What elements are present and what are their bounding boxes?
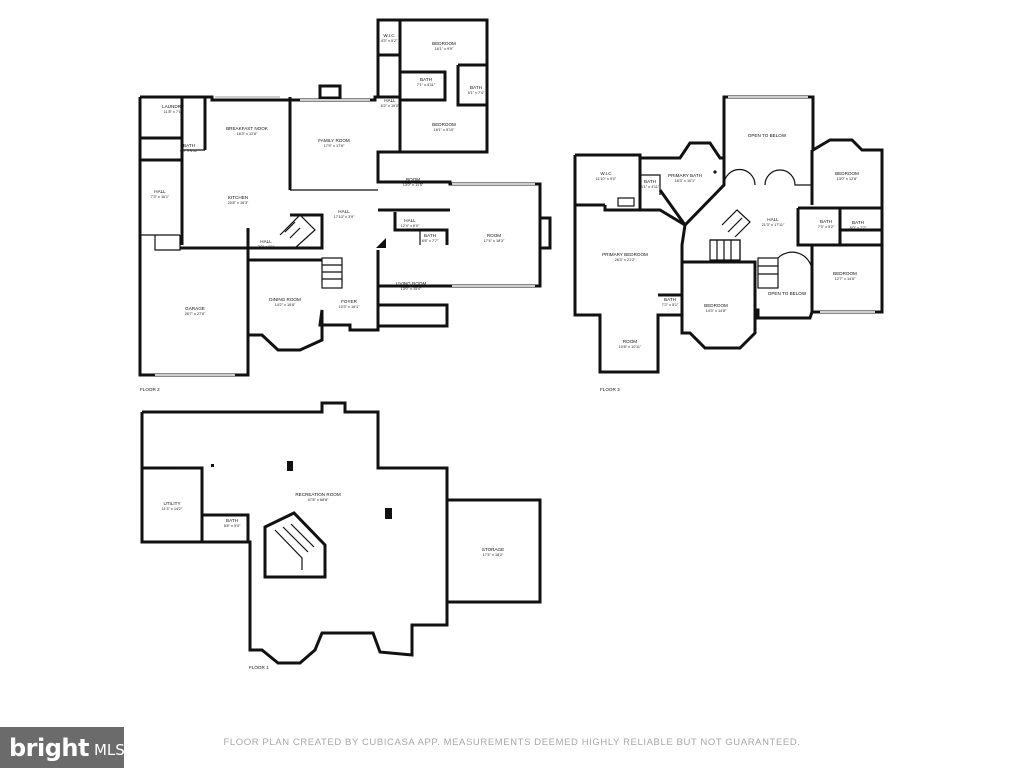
room-dimension: 6'8" x 5'0" (224, 524, 241, 528)
room-label: BEDROOM (432, 122, 456, 127)
room-label: BREAKFAST NOOK (226, 126, 269, 131)
room-label: BATH (226, 518, 238, 523)
room-dimension: 12'4" x 6'0" (401, 224, 420, 228)
room-dimension: 17'4" x 18'2" (483, 553, 504, 557)
disclaimer-text: FLOOR PLAN CREATED BY CUBICASA APP. MEAS… (223, 737, 801, 748)
room-label: HALL (338, 209, 350, 214)
room-dimension: 26'3" x 21'2" (615, 258, 636, 262)
floor-label: FLOOR 3 (600, 387, 620, 392)
room-label: BEDROOM (835, 171, 859, 176)
floor-2-labels: LAUNDRY 11'8" x 7'1" BATH 4'5" x 4'11" H… (140, 33, 505, 392)
room-dimension: 11'10" x 9'0" (596, 177, 617, 181)
room-dimension: 4'5" x 4'11" (180, 149, 199, 153)
room-dimension: 17'4" x 18'3" (484, 239, 505, 243)
room-label: HALL (767, 217, 779, 222)
room-label: BEDROOM (833, 271, 857, 276)
room-label: STORAGE (482, 547, 504, 552)
room-dimension: 47'8" x 68'8" (308, 498, 329, 502)
floor-label: FLOOR 1 (249, 665, 269, 670)
room-label: PRIMARY BEDROOM (602, 252, 648, 257)
bright-mls-logo: bright MLS (0, 727, 125, 768)
room-dimension: 26'7" x 27'6" (185, 312, 206, 316)
room-label: BATH (664, 297, 676, 302)
room-dimension: 10'3" x 16'1" (339, 305, 360, 309)
room-label: BEDROOM (704, 303, 728, 308)
room-dimension: 11'8" x 7'1" (164, 110, 183, 114)
room-dimension: 7'3" x 16'1" (151, 195, 170, 199)
room-dimension: 7'3" x 5'2" (818, 225, 835, 229)
floor-1-labels: RECREATION ROOM 47'8" x 68'8" UTILITY 11… (162, 492, 504, 670)
room-label: OPEN TO BELOW (748, 133, 787, 138)
room-label: BATH (183, 143, 195, 148)
room-dimension: 6'0" x 7'2" (850, 226, 867, 230)
room-label: ROOM (406, 177, 420, 182)
room-label: HALL (260, 239, 272, 244)
room-label: HALL (154, 189, 166, 194)
room-label: DINING ROOM (269, 297, 301, 302)
room-label: W.I.C (600, 171, 612, 176)
room-dimension: 10'8" x 10'11" (619, 345, 642, 349)
room-label: BATH (470, 85, 482, 90)
room-label: BATH (644, 179, 656, 184)
room-label: ROOM (487, 233, 501, 238)
room-dimension: 21'3" x 17'11" (762, 223, 785, 227)
room-dimension: 13'0" x 15'4" (401, 287, 422, 291)
room-label: PRIMARY BATH (668, 173, 702, 178)
room-dimension: 17'10" x 3'9" (334, 215, 355, 219)
floor-2-plan (138, 18, 552, 377)
room-dimension: 14'3" x 14'8" (706, 309, 727, 313)
room-label: BATH (820, 219, 832, 224)
room-dimension: 16'1" x 9'10" (434, 128, 455, 132)
room-dimension: 7'0" x 6'1" (258, 245, 275, 249)
room-dimension: 6'2" x 19'0" (381, 104, 400, 108)
floor-1-plan (140, 401, 542, 665)
room-dimension: 16'1" x 9'9" (435, 47, 454, 51)
logo-mls-text: MLS (93, 740, 125, 759)
room-label: KITCHEN (228, 195, 248, 200)
room-dimension: 20'8" x 16'3" (228, 201, 249, 205)
room-dimension: 17'9" x 17'6" (324, 144, 345, 148)
room-label: UTILITY (163, 501, 180, 506)
floor-3-plan (573, 95, 884, 374)
room-dimension: 16'3" x 10'1" (675, 179, 696, 183)
room-dimension: 13'0" x 11'5" (403, 183, 424, 187)
room-label: FOYER (341, 299, 358, 304)
room-label: FAMILY ROOM (318, 138, 350, 143)
room-label: BEDROOM (432, 41, 456, 46)
room-label: HALL (404, 218, 416, 223)
logo-wordmark: bright (9, 733, 89, 762)
room-dimension: 7'1" x 4'11" (417, 83, 436, 87)
room-dimension: 16'3" x 12'6" (237, 132, 258, 136)
room-label: HALL (384, 98, 396, 103)
room-dimension: 5'1" x 7'4" (468, 91, 485, 95)
room-label: BATH (852, 220, 864, 225)
room-label: LAUNDRY (162, 104, 184, 109)
room-dimension: 13'0" x 12'8" (837, 177, 858, 181)
floor-label: FLOOR 2 (140, 387, 160, 392)
room-label: BATH (420, 77, 432, 82)
room-dimension: 5'1" x 4'11" (641, 185, 660, 189)
room-dimension: 4'3" x 5'2" (381, 39, 398, 43)
room-dimension: 7'2" x 5'1" (662, 303, 679, 307)
room-dimension: 14'2" x 16'8" (275, 303, 296, 307)
room-dimension: 12'7" x 14'6" (835, 277, 856, 281)
room-dimension: 6'8" x 7'7" (422, 239, 439, 243)
room-label: OPEN TO BELOW (768, 291, 807, 296)
room-label: RECREATION ROOM (295, 492, 341, 497)
floor-3-labels: W.I.C 11'10" x 9'0" BATH 5'1" x 4'11" PR… (596, 133, 867, 392)
room-label: BATH (424, 233, 436, 238)
room-dimension: 11'3" x 14'2" (162, 507, 183, 511)
room-label: GARAGE (185, 306, 205, 311)
room-label: W.I.C (383, 33, 395, 38)
room-label: ROOM (623, 339, 637, 344)
room-label: LIVING ROOM (396, 281, 427, 286)
